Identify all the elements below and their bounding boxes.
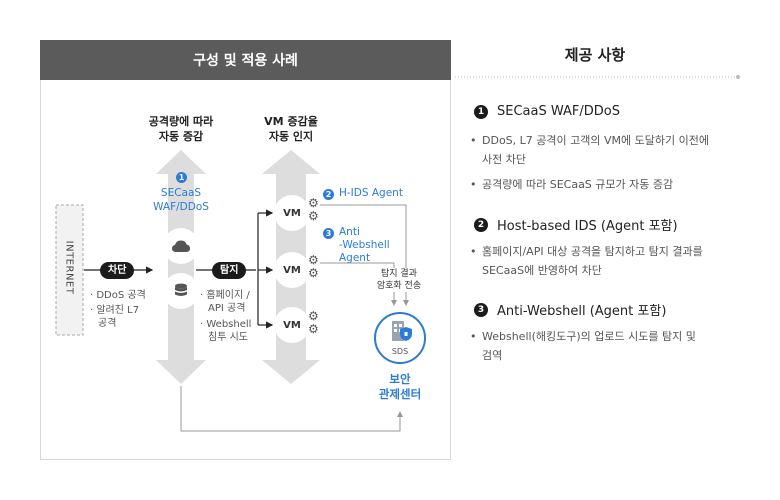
item-heading: Anti-Webshell (Agent 포함) — [497, 304, 667, 319]
provided-item: 3 Anti-Webshell (Agent 포함) — [474, 300, 666, 319]
item-bullets: •Webshell(해킹도구)의 업로드 시도를 탐지 및 검역 — [470, 330, 696, 362]
item-number-badge: 1 — [474, 104, 488, 119]
gear-icon: ⚙⚙ — [308, 253, 319, 280]
internet-notes: · DDoS 공격 · 알려진 L7 공격 — [90, 290, 146, 329]
hids-label: H-IDS Agent — [339, 187, 403, 199]
hids-number-badge: 2 — [323, 189, 334, 200]
item-bullets: •DDoS, L7 공격이 고객의 VM에 도달하기 이전에 사전 차단 •공격… — [470, 134, 709, 191]
provided-item: 1 SECaaS WAF/DDoS — [474, 104, 620, 119]
database-icon — [163, 273, 199, 309]
provided-items-title: 제공 사항 — [564, 46, 626, 64]
architecture-panel — [40, 40, 451, 460]
title-divider — [455, 75, 740, 79]
internet-box — [55, 204, 84, 336]
panel-title: 구성 및 적용 사례 — [40, 40, 451, 80]
vm-node: VM — [274, 195, 310, 231]
building-shield-icon — [384, 319, 416, 349]
vm-node: VM — [274, 252, 310, 288]
cloud-icon — [163, 228, 199, 264]
detect-badge: 탐지 — [212, 262, 247, 279]
detect-notes: · 홈페이지 / API 공격 · Webshell 침투 시도 — [200, 290, 252, 343]
secaas-number-badge: 1 — [176, 172, 187, 183]
item-heading: SECaaS WAF/DDoS — [497, 104, 620, 119]
item-number-badge: 2 — [474, 217, 488, 232]
vm-node: VM — [274, 307, 310, 343]
item-heading: Host-based IDS (Agent 포함) — [497, 219, 678, 234]
item-number-badge: 3 — [474, 302, 488, 317]
sds-label: SDS — [391, 347, 409, 356]
gear-icon: ⚙⚙ — [308, 196, 319, 223]
block-badge: 차단 — [100, 262, 135, 279]
webshell-number-badge: 3 — [323, 228, 334, 239]
internet-label: INTERNET — [63, 240, 75, 295]
scale-arrow-secaas — [156, 150, 206, 384]
provided-item: 2 Host-based IDS (Agent 포함) — [474, 215, 678, 234]
item-bullets: •홈페이지/API 대상 공격을 탐지하고 탐지 결과를 SECaaS에 반영하… — [470, 245, 703, 277]
gear-icon: ⚙⚙ — [308, 309, 319, 336]
